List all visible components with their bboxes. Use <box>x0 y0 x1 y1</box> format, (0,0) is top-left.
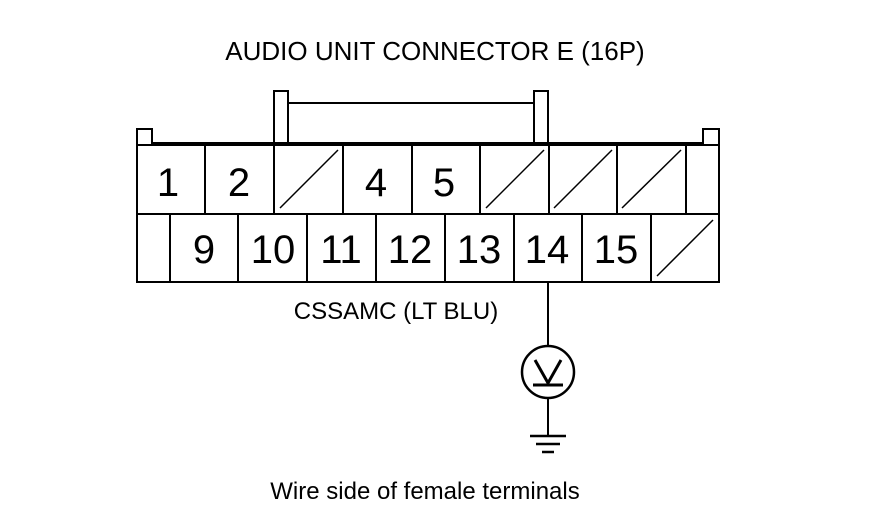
connector-housing <box>136 128 720 283</box>
row2-terminals: 9 10 11 12 13 14 15 <box>193 219 714 277</box>
ground-icon <box>530 434 566 454</box>
voltmeter-icon <box>520 344 576 400</box>
row1-dividers <box>204 145 687 214</box>
empty-cavity-8 <box>621 149 682 209</box>
terminal-13-label: 13 <box>457 228 502 272</box>
empty-cavity-16 <box>656 219 714 277</box>
terminal-4-label: 4 <box>365 161 387 205</box>
terminal-9-label: 9 <box>193 228 215 272</box>
row1-terminals: 1 2 4 5 <box>157 149 682 209</box>
connector-title: AUDIO UNIT CONNECTOR E (16P) <box>225 36 644 66</box>
terminal-11-label: 11 <box>320 228 362 272</box>
empty-cavity-6 <box>485 149 545 209</box>
terminal-14-label: 14 <box>525 228 570 272</box>
terminal-10-label: 10 <box>251 228 296 272</box>
empty-cavity-3 <box>279 149 339 209</box>
terminal-2-label: 2 <box>228 161 250 205</box>
terminal-5-label: 5 <box>433 161 455 205</box>
empty-cavity-7 <box>553 149 613 209</box>
wire-label: CSSAMC (LT BLU) <box>294 298 498 325</box>
terminal-15-label: 15 <box>594 228 639 272</box>
lock-tab <box>273 90 549 143</box>
row2-dividers <box>169 214 652 282</box>
view-caption: Wire side of female terminals <box>270 478 579 505</box>
terminal-1-label: 1 <box>157 161 179 205</box>
terminal-12-label: 12 <box>388 228 433 272</box>
